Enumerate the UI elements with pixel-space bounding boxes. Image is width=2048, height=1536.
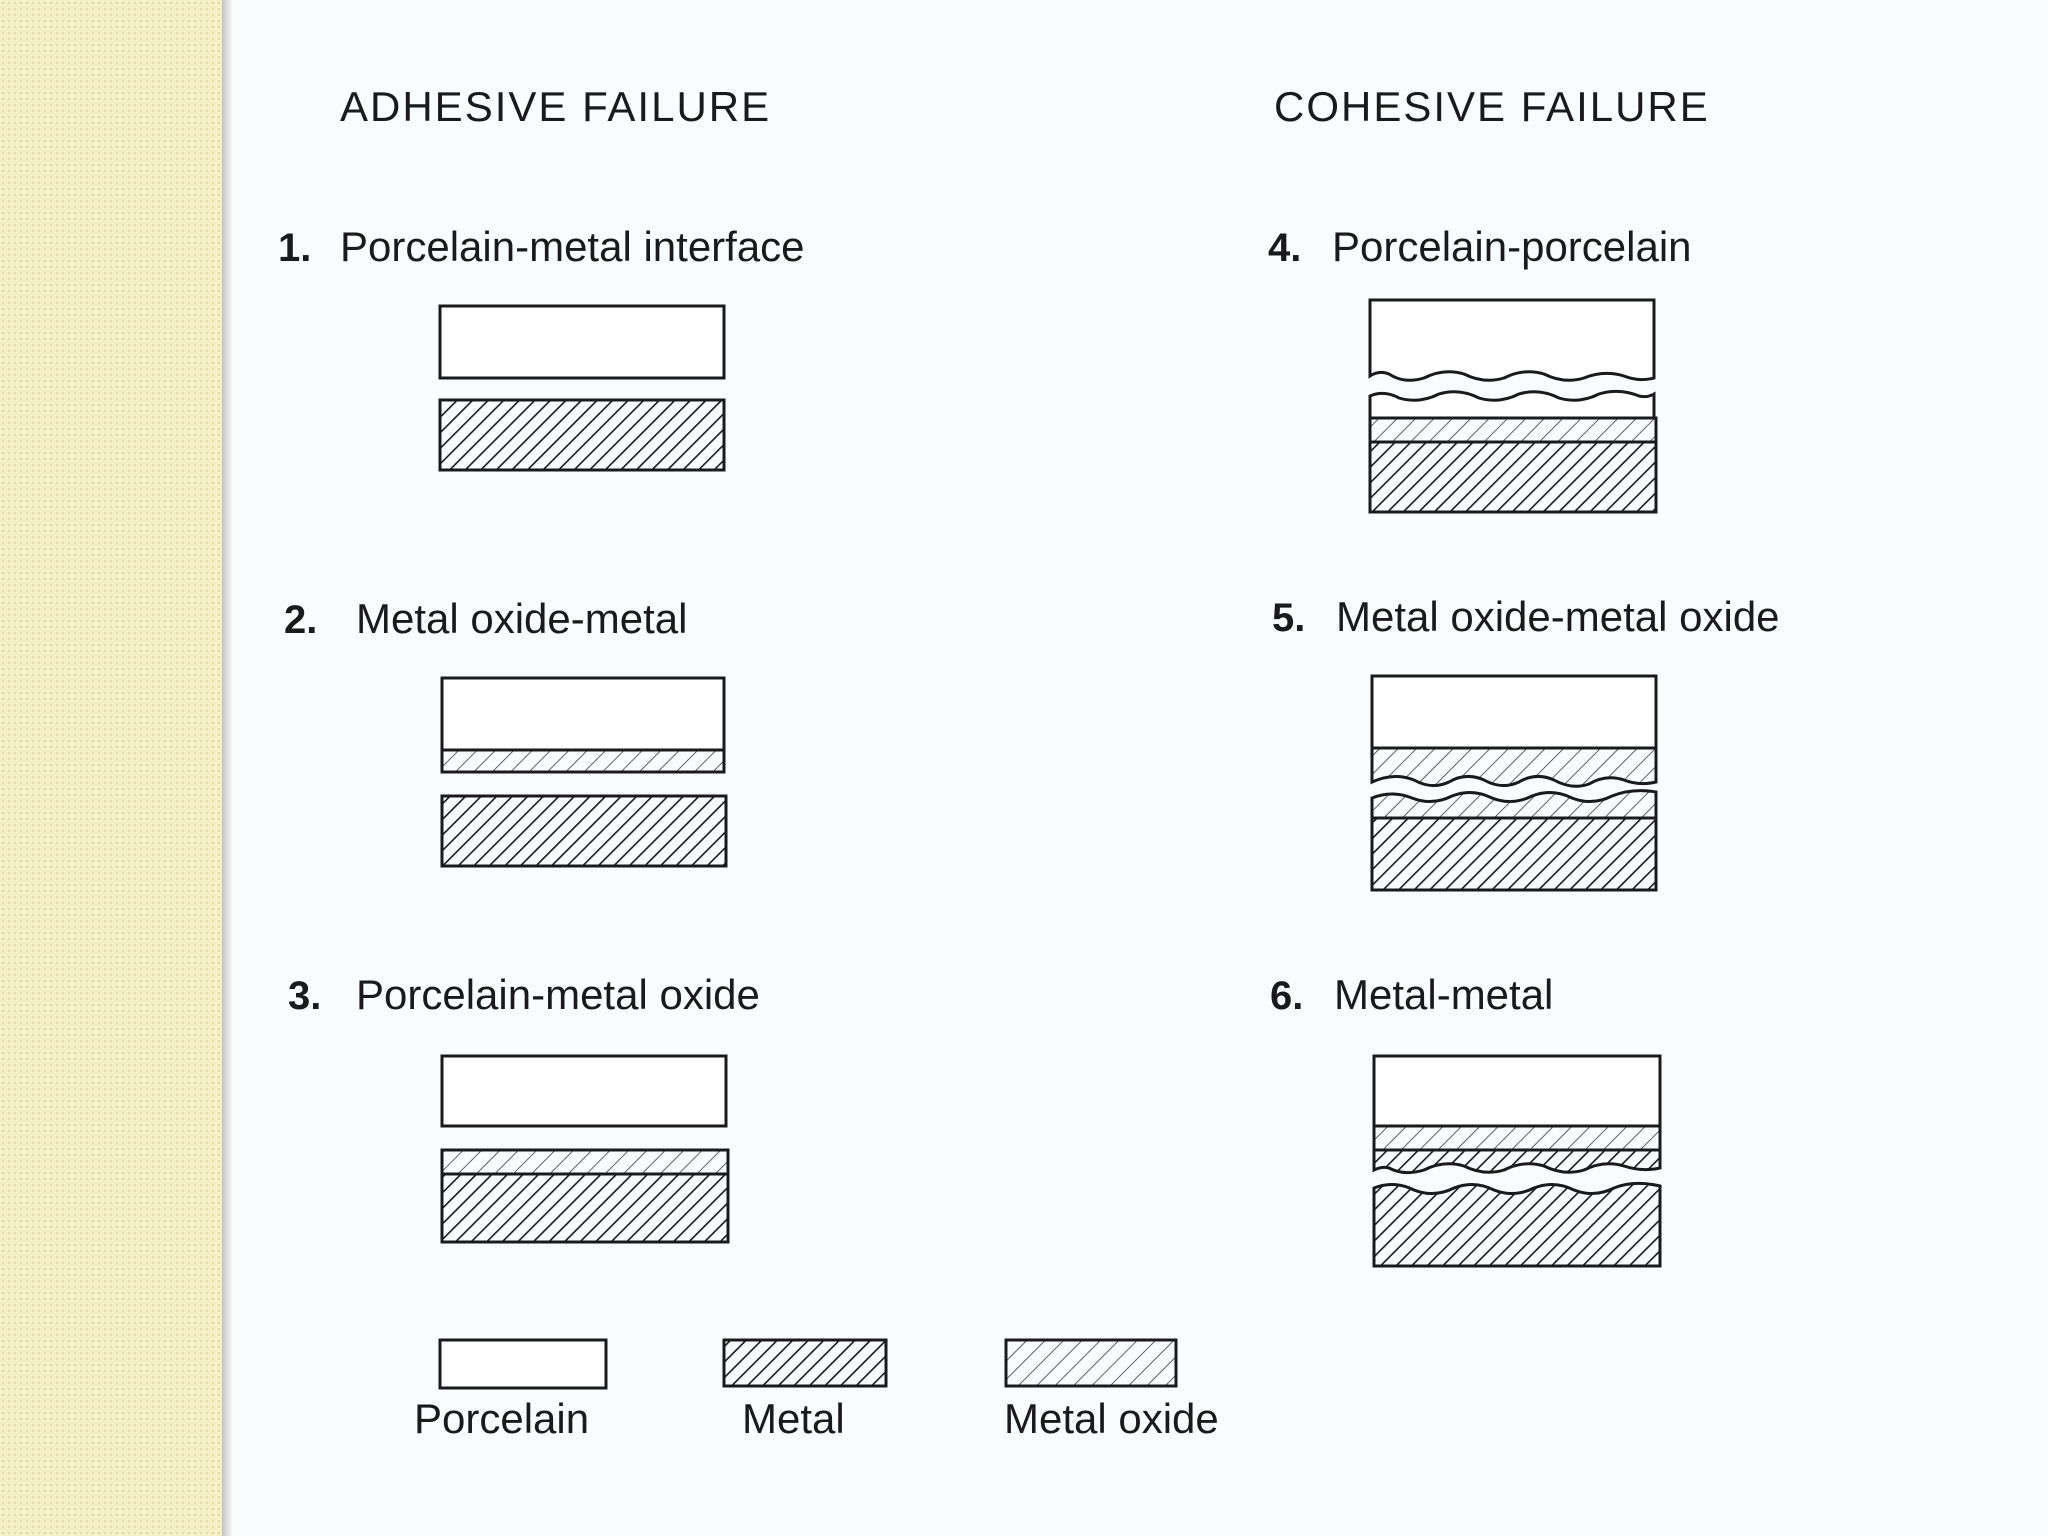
item-4-number: 4. [1268,226,1302,270]
legend-metal-oxide-label: Metal oxide [1004,1395,1219,1442]
item-3-metal-block [440,1172,730,1244]
item-5-number: 5. [1272,596,1306,640]
sidebar-shadow [222,0,234,1536]
item-5-label: Metal oxide-metal oxide [1336,593,1780,640]
decorative-sidebar [0,0,222,1536]
legend-metal-oxide-swatch [1004,1338,1178,1388]
item-5-oxide-lower [1370,789,1658,820]
item-3-number: 3. [288,974,322,1018]
item-3-label: Porcelain-metal oxide [356,971,760,1018]
item-2-label: Metal oxide-metal [356,595,688,642]
item-2-metal-block [440,794,728,868]
legend-porcelain-label: Porcelain [414,1395,590,1442]
item-6-label: Metal-metal [1334,971,1554,1018]
item-6-metal-lower [1372,1181,1662,1268]
item-1-porcelain-block [438,304,726,380]
item-6-porcelain-block [1372,1054,1662,1128]
item-1-number: 1. [278,226,312,270]
item-3-porcelain-block [440,1054,728,1128]
item-1-label: Porcelain-metal interface [340,223,805,270]
item-5-porcelain-block [1370,674,1658,750]
legend-porcelain-swatch [438,1338,608,1390]
diagram-drawing [438,298,1662,1390]
item-5-oxide-upper [1370,746,1658,788]
legend-metal-label: Metal [742,1395,845,1442]
item-4-oxide-layer [1368,416,1658,444]
item-6-number: 6. [1270,974,1304,1018]
item-1-metal-block [438,398,726,472]
adhesive-failure-heading: ADHESIVE FAILURE [340,83,772,130]
item-6-metal-upper [1372,1148,1662,1175]
item-5-metal-block [1370,816,1658,892]
item-4-porcelain-upper [1368,298,1656,382]
item-4-metal-block [1368,440,1658,514]
item-3-oxide-layer [440,1148,730,1176]
item-4-label: Porcelain-porcelain [1332,223,1692,270]
failure-diagram-figure: ADHESIVE FAILURE COHESIVE FAILURE 1. Por… [234,0,2048,1536]
item-2-number: 2. [284,598,318,642]
item-2-porcelain-block [440,676,726,752]
legend-metal-swatch [722,1338,888,1388]
item-6-oxide-layer [1372,1124,1662,1152]
cohesive-failure-heading: COHESIVE FAILURE [1274,83,1710,130]
item-2-oxide-layer [440,748,726,774]
item-4-porcelain-lower [1368,389,1656,420]
